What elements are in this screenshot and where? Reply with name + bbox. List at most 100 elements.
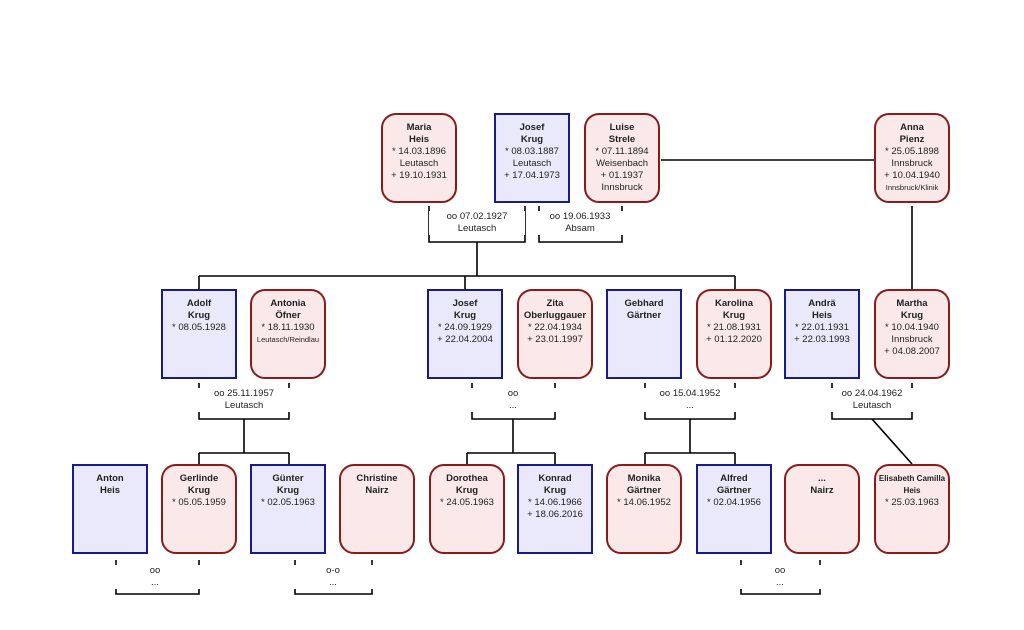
- person-detail: * 14.06.1966: [528, 497, 582, 508]
- marriage-label-anton-gerlinde: oo ...: [110, 565, 200, 589]
- person-name: Josef Krug: [452, 298, 478, 321]
- person-name: Anna Pienz: [899, 122, 925, 145]
- person-luise-strele: Luise Strele * 07.11.1894 Weisenbach + 0…: [584, 113, 660, 203]
- marriage-date: oo 07.02.1927: [446, 211, 508, 222]
- person-detail: Leutasch: [399, 158, 439, 169]
- person-detail: + 17.04.1973: [504, 170, 560, 181]
- person-detail: * 22.01.1931: [795, 322, 849, 333]
- person-detail: + 22.03.1993: [794, 334, 850, 345]
- person-unknown-nairz: ... Nairz: [784, 464, 860, 554]
- person-anton-heis: Anton Heis: [72, 464, 148, 554]
- person-anna-pienz: Anna Pienz * 25.05.1898 Innsbruck + 10.0…: [874, 113, 950, 203]
- person-name: Zita Oberluggauer: [523, 298, 587, 321]
- person-detail: Leutasch: [512, 158, 552, 169]
- person-detail: Weisenbach: [595, 158, 649, 169]
- marriage-label-josef-luise: oo 19.06.1933 Absam: [532, 211, 628, 235]
- person-detail: * 18.11.1930: [261, 322, 315, 333]
- person-name: Antonia Öfner: [270, 298, 306, 321]
- person-dorothea-krug: Dorothea Krug * 24.05.1963: [429, 464, 505, 554]
- person-detail: Leutasch/Reindlau: [256, 335, 320, 344]
- marriage-label-gunter-christine: o-o ...: [288, 565, 378, 589]
- person-name: Gerlinde Krug: [179, 473, 219, 496]
- marriage-date: oo: [507, 388, 519, 399]
- person-detail: Innsbruck: [891, 158, 933, 169]
- marriage-place: ...: [151, 577, 159, 588]
- person-detail: * 24.09.1929: [438, 322, 492, 333]
- person-name: Dorothea Krug: [446, 473, 488, 496]
- person-detail: * 25.05.1898: [885, 146, 939, 157]
- person-gunter-krug: Günter Krug * 02.05.1963: [250, 464, 326, 554]
- person-name: Karolina Krug: [714, 298, 753, 321]
- person-detail: * 08.05.1928: [172, 322, 226, 333]
- person-josef-krug-1887: Josef Krug * 08.03.1887 Leutasch + 17.04…: [494, 113, 570, 203]
- marriage-label-maria-josef: oo 07.02.1927 Leutasch: [429, 211, 525, 235]
- person-gebhard-gartner: Gebhard Gärtner: [606, 289, 682, 379]
- person-detail: + 19.10.1931: [391, 170, 447, 181]
- person-detail: + 04.08.2007: [884, 346, 940, 357]
- person-name: Monika Gärtner: [626, 473, 662, 496]
- person-name: Günter Krug: [272, 473, 304, 496]
- marriage-label-josef-zita: oo ...: [465, 388, 561, 412]
- person-name: Anton Heis: [96, 473, 124, 496]
- person-monika-gartner: Monika Gärtner * 14.06.1952: [606, 464, 682, 554]
- person-name: Luise Strele: [608, 122, 636, 145]
- marriage-label-andra-martha: oo 24.04.1962 Leutasch: [824, 388, 920, 412]
- person-detail: Innsbruck: [891, 334, 933, 345]
- person-antonia-ofner: Antonia Öfner * 18.11.1930 Leutasch/Rein…: [250, 289, 326, 379]
- person-name: Andrä Heis: [808, 298, 836, 321]
- person-martha-krug: Martha Krug * 10.04.1940 Innsbruck + 04.…: [874, 289, 950, 379]
- person-josef-krug-1929: Josef Krug * 24.09.1929 + 22.04.2004: [427, 289, 503, 379]
- marriage-place: Leutasch: [457, 223, 497, 234]
- person-detail: Innsbruck/Klinik: [885, 183, 939, 192]
- person-maria-heis: Maria Heis * 14.03.1896 Leutasch + 19.10…: [381, 113, 457, 203]
- person-name: Christine Nairz: [356, 473, 398, 496]
- marriage-date: o-o: [326, 565, 340, 576]
- person-name: ... Nairz: [810, 473, 834, 496]
- person-name: Adolf Krug: [186, 298, 212, 321]
- marriage-place: ...: [509, 400, 517, 411]
- marriage-label-alfred-nairz: oo ...: [735, 565, 825, 589]
- marriage-date: oo 19.06.1933: [549, 211, 611, 222]
- person-karolina-krug: Karolina Krug * 21.08.1931 + 01.12.2020: [696, 289, 772, 379]
- marriage-label-gebhard-karolina: oo 15.04.1952 ...: [642, 388, 738, 412]
- person-zita-oberluggauer: Zita Oberluggauer * 22.04.1934 + 23.01.1…: [517, 289, 593, 379]
- person-detail: * 10.04.1940: [885, 322, 939, 333]
- person-detail: + 01.1937: [600, 170, 644, 181]
- person-name: Alfred Gärtner: [716, 473, 752, 496]
- person-detail: * 08.03.1887: [505, 146, 559, 157]
- person-elisabeth-heis: Elisabeth Camilla Heis * 25.03.1963: [874, 464, 950, 554]
- person-gerlinde-krug: Gerlinde Krug * 05.05.1959: [161, 464, 237, 554]
- person-name: Josef Krug: [519, 122, 545, 145]
- person-detail: + 18.06.2016: [527, 509, 583, 520]
- person-detail: + 10.04.1940: [884, 170, 940, 181]
- person-detail: * 14.03.1896: [392, 146, 446, 157]
- person-detail: * 02.04.1956: [707, 497, 761, 508]
- marriage-date: oo 24.04.1962: [841, 388, 903, 399]
- marriage-date: oo: [149, 565, 161, 576]
- person-detail: * 25.03.1963: [885, 497, 939, 508]
- person-detail: + 01.12.2020: [706, 334, 762, 345]
- person-name: Konrad Krug: [538, 473, 572, 496]
- person-detail: * 14.06.1952: [617, 497, 671, 508]
- marriage-place: ...: [776, 577, 784, 588]
- person-adolf-krug: Adolf Krug * 08.05.1928: [161, 289, 237, 379]
- marriage-place: Leutasch: [224, 400, 264, 411]
- person-detail: * 24.05.1963: [440, 497, 494, 508]
- person-andra-heis: Andrä Heis * 22.01.1931 + 22.03.1993: [784, 289, 860, 379]
- marriage-date: oo: [774, 565, 786, 576]
- person-detail: * 21.08.1931: [707, 322, 761, 333]
- person-detail: * 22.04.1934: [528, 322, 582, 333]
- person-detail: + 23.01.1997: [527, 334, 583, 345]
- person-detail: * 07.11.1894: [595, 146, 649, 157]
- marriage-place: Absam: [565, 223, 595, 234]
- person-name: Gebhard Gärtner: [624, 298, 664, 321]
- marriage-label-adolf-antonia: oo 25.11.1957 Leutasch: [196, 388, 292, 412]
- marriage-date: oo 25.11.1957: [213, 388, 275, 399]
- person-konrad-krug: Konrad Krug * 14.06.1966 + 18.06.2016: [517, 464, 593, 554]
- person-detail: Innsbruck: [601, 182, 643, 193]
- person-detail: * 02.05.1963: [261, 497, 315, 508]
- person-christine-nairz: Christine Nairz: [339, 464, 415, 554]
- person-name: Martha Krug: [896, 298, 928, 321]
- marriage-place: ...: [686, 400, 694, 411]
